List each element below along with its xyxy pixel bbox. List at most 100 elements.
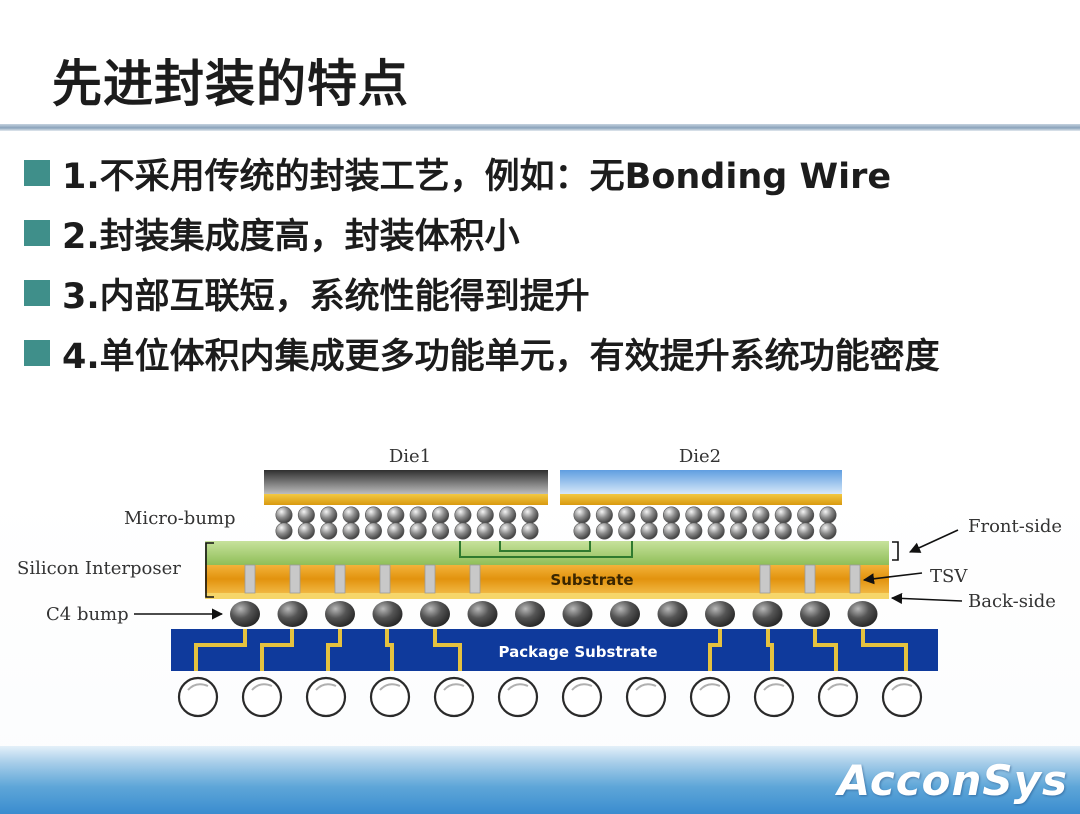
silicon-interposer-label: Silicon Interposer <box>17 558 181 579</box>
micro-bump <box>499 506 517 524</box>
tsv <box>469 564 481 594</box>
micro-bump <box>409 506 427 524</box>
bullet-text: 2.封装集成度高，封装体积小 <box>62 216 520 257</box>
micro-bump <box>297 506 315 524</box>
bga-ball-array <box>177 676 923 718</box>
bullet-text: 4.单位体积内集成更多功能单元，有效提升系统功能密度 <box>62 336 940 377</box>
micro-bump <box>432 506 450 524</box>
bullet-text: 1.不采用传统的封装工艺，例如：无Bonding Wire <box>62 156 892 197</box>
micro-bump <box>521 506 539 524</box>
c4-bump <box>372 601 403 627</box>
micro-bump <box>707 522 725 540</box>
micro-bump <box>275 522 293 540</box>
c4-bump <box>230 601 260 627</box>
micro-bump <box>275 506 293 524</box>
micro-bump <box>730 522 748 540</box>
die1 <box>264 470 548 494</box>
bullet-square-icon <box>24 340 50 366</box>
micro-bump <box>573 522 591 540</box>
micro-bump-array <box>275 506 837 540</box>
bullet-item: 1.不采用传统的封装工艺，例如：无Bonding Wire <box>24 157 940 197</box>
tsv <box>424 564 436 594</box>
bga-ball <box>433 676 475 718</box>
micro-bump <box>640 522 658 540</box>
bga-ball <box>177 676 219 718</box>
micro-bump <box>364 522 382 540</box>
micro-bump <box>454 506 472 524</box>
package-substrate-label: Package Substrate <box>498 643 657 661</box>
bga-ball-highlight <box>379 683 401 691</box>
micro-bump <box>662 522 680 540</box>
footer-bar <box>0 746 1080 814</box>
c4-bump <box>610 601 640 627</box>
micro-bump <box>320 522 338 540</box>
package-trace <box>708 629 722 671</box>
micro-bump <box>730 506 748 524</box>
bga-ball-highlight <box>763 683 785 691</box>
bga-ball <box>561 676 603 718</box>
micro-bump <box>752 506 770 524</box>
micro-bump <box>685 522 703 540</box>
substrate-label: Substrate <box>550 571 633 589</box>
c4-bump <box>800 601 830 627</box>
micro-bump <box>618 506 636 524</box>
micro-bump <box>432 522 450 540</box>
tsv <box>334 564 346 594</box>
bga-ball-highlight <box>507 683 529 691</box>
bullet-square-icon <box>24 280 50 306</box>
bga-ball-highlight <box>443 683 465 691</box>
package-trace <box>433 629 462 671</box>
micro-bump <box>320 506 338 524</box>
micro-bump <box>297 522 315 540</box>
bga-ball-highlight <box>827 683 849 691</box>
rdl-trace <box>459 541 633 558</box>
micro-bump <box>387 522 405 540</box>
tsv <box>379 564 391 594</box>
micro-bump <box>499 522 517 540</box>
c4-bump <box>467 601 498 627</box>
c4-bump-array <box>230 601 878 627</box>
c4-bump <box>847 601 878 627</box>
micro-bump <box>595 522 613 540</box>
bullet-square-icon <box>24 160 50 186</box>
bullet-list: 1.不采用传统的封装工艺，例如：无Bonding Wire 2.封装集成度高，封… <box>24 157 940 398</box>
front-side-bracket <box>892 541 899 561</box>
micro-bump <box>707 506 725 524</box>
bullet-text: 3.内部互联短，系统性能得到提升 <box>62 276 590 317</box>
package-trace <box>260 629 294 671</box>
bga-ball <box>497 676 539 718</box>
back-side-label: Back-side <box>968 591 1056 612</box>
c4-bump-label: C4 bump <box>46 604 129 625</box>
package-cross-section-diagram: Die1 Die2 Micro-bump Substrate Silicon I… <box>17 446 1062 718</box>
package-trace-array <box>194 629 908 671</box>
bullet-item: 2.封装集成度高，封装体积小 <box>24 217 940 257</box>
bga-ball-highlight <box>571 683 593 691</box>
die2-label: Die2 <box>679 446 721 467</box>
tsv <box>804 564 816 594</box>
micro-bump <box>409 522 427 540</box>
micro-bump <box>774 522 792 540</box>
micro-bump <box>476 506 494 524</box>
back-side-arrow <box>890 592 963 605</box>
c4-bump <box>515 601 545 627</box>
bga-ball <box>817 676 859 718</box>
bga-ball-highlight <box>699 683 721 691</box>
die1-label: Die1 <box>389 446 431 467</box>
tsv-label: TSV <box>930 566 968 587</box>
micro-bump <box>662 506 680 524</box>
interposer-bracket <box>205 542 214 598</box>
slide-title: 先进封装的特点 <box>52 55 409 113</box>
c4-bump <box>752 601 783 627</box>
front-side-arrow <box>908 529 959 553</box>
micro-bump <box>521 522 539 540</box>
c4-bump <box>277 601 308 627</box>
bga-ball <box>305 676 347 718</box>
package-trace <box>766 629 774 671</box>
package-substrate <box>171 629 938 671</box>
package-trace <box>861 629 908 671</box>
interposer-substrate <box>205 565 889 593</box>
die2 <box>560 470 842 494</box>
bga-ball-highlight <box>251 683 273 691</box>
bga-ball-highlight <box>315 683 337 691</box>
tsv <box>759 564 771 594</box>
